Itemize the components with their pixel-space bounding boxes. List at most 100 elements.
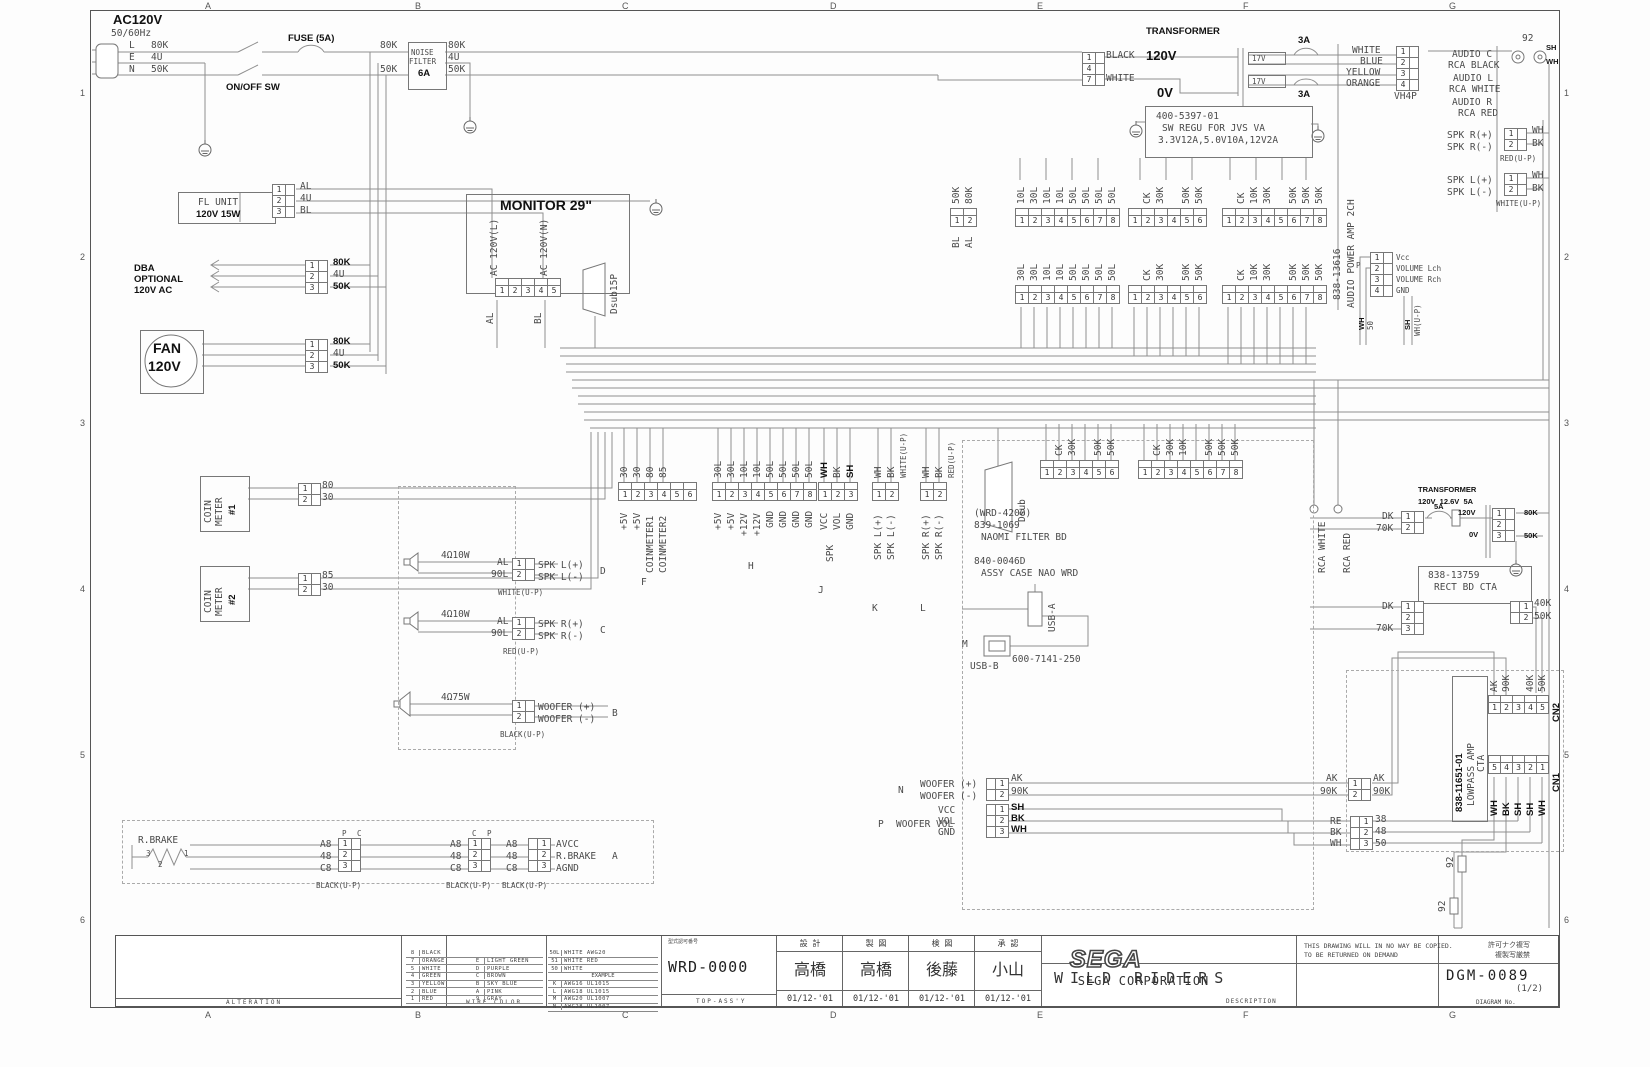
assy-label: TOP-ASS'Y bbox=[696, 998, 747, 1005]
diagram-label: 80 bbox=[322, 480, 334, 491]
diagram-label: SW REGU FOR JVS VA bbox=[1162, 123, 1265, 134]
diagram-label: C8 bbox=[320, 863, 332, 874]
diagram-label: AK bbox=[1373, 773, 1385, 784]
diagram-label: 10K bbox=[1249, 186, 1260, 204]
diagram-no-label: DIAGRAM No. bbox=[1476, 999, 1516, 1006]
diagram-label: 92 bbox=[1445, 856, 1456, 868]
diagram-label: COINMETER1 bbox=[645, 515, 656, 573]
diagram-label: 120V bbox=[1146, 48, 1177, 63]
diagram-label: A8 bbox=[506, 839, 518, 850]
diagram-label: 4Ω10W bbox=[441, 550, 470, 561]
diagram-label: COINMETER2 bbox=[658, 515, 669, 573]
diagram-label: SPK L(+) bbox=[1447, 175, 1493, 186]
lowpass-amp-box bbox=[1452, 676, 1488, 822]
diagram-label: 50K bbox=[1288, 263, 1299, 281]
diagram-label: CK bbox=[1142, 269, 1153, 281]
grid-col-label: G bbox=[1449, 1010, 1457, 1020]
grid-col-label: D bbox=[830, 1010, 837, 1020]
speaker-icon bbox=[403, 611, 419, 631]
sign-date: 01/12-'01 bbox=[975, 990, 1041, 1008]
diagram-label: BL bbox=[300, 205, 312, 216]
diagram-label: 840-0046D bbox=[974, 556, 1026, 567]
diagram-label: RED(U-P) bbox=[947, 441, 956, 478]
diagram-label: WHITE(U-P) bbox=[899, 432, 908, 478]
diagram-label: 17V bbox=[1252, 77, 1266, 86]
diagram-label: WHITE(U-P) bbox=[1496, 199, 1542, 208]
diagram-label: BK bbox=[1501, 802, 1512, 816]
diagram-label: #2 bbox=[227, 594, 238, 605]
diagram-label: VOLUME Lch bbox=[1396, 264, 1442, 273]
diagram-label: 50K bbox=[1106, 438, 1117, 456]
diagram-label: 85 bbox=[658, 466, 669, 478]
diagram-label: 92 bbox=[1522, 33, 1534, 44]
diagram-label: 10L bbox=[1016, 186, 1027, 204]
diagram-label: WH bbox=[921, 466, 932, 478]
notice-line1: THIS DRAWING WILL IN NO WAY BE COPIED. bbox=[1304, 942, 1453, 950]
diagram-label: NOISE bbox=[411, 48, 434, 57]
diagram-label: SPK L(-) bbox=[886, 514, 897, 560]
diagram-label: J bbox=[818, 585, 824, 596]
diagram-label: BLACK bbox=[1106, 50, 1135, 61]
diagram-label: METER bbox=[214, 497, 225, 526]
wire-color-label: WIRE COLOR bbox=[466, 999, 523, 1006]
diagram-label: +5V bbox=[726, 512, 737, 530]
diagram-label: 50K bbox=[1194, 186, 1205, 204]
diagram-label: 40K bbox=[1525, 674, 1536, 692]
diagram-label: AUDIO C bbox=[1452, 49, 1493, 60]
sign-header: 検 図 bbox=[909, 936, 975, 952]
diagram-label: 4U bbox=[448, 52, 460, 63]
dsub-icon bbox=[984, 461, 1013, 533]
grid-col-label: E bbox=[1037, 1, 1044, 11]
diagram-label: OPTIONAL bbox=[134, 274, 184, 285]
diagram-label: GND bbox=[765, 510, 776, 528]
diagram-label: 48 bbox=[320, 851, 332, 862]
diagram-label: 80K bbox=[151, 40, 169, 51]
diagram-label: Vcc bbox=[1396, 253, 1410, 262]
diagram-label: 30 bbox=[632, 466, 643, 478]
diagram-label: 30L bbox=[1029, 186, 1040, 204]
diagram-label: 90K bbox=[1501, 674, 1512, 692]
grid-col-label: C bbox=[622, 1, 629, 11]
diagram-label: 50K bbox=[333, 281, 351, 292]
diagram-label: 10K bbox=[1178, 438, 1189, 456]
diagram-label: DK bbox=[1382, 601, 1394, 612]
diagram-label: A bbox=[612, 851, 618, 862]
diagram-label: P bbox=[1356, 261, 1361, 270]
diagram-label: METER bbox=[214, 587, 225, 616]
diagram-label: 70K bbox=[1376, 523, 1394, 534]
diagram-label: AGND bbox=[556, 863, 579, 874]
sign-date: 01/12-'01 bbox=[909, 990, 975, 1008]
mains-wires bbox=[92, 41, 1082, 590]
diagram-label: GND bbox=[778, 510, 789, 528]
rect-bd-box bbox=[1418, 566, 1532, 604]
diagram-label: 30L bbox=[713, 460, 724, 478]
diagram-label: CN1 bbox=[1551, 772, 1562, 792]
grid-row-label: 1 bbox=[80, 88, 86, 98]
dsub15p-icon bbox=[582, 262, 606, 317]
diagram-label: 120V bbox=[148, 358, 181, 374]
sw-regu-box bbox=[1145, 106, 1313, 158]
diagram-label: 50L bbox=[1081, 263, 1092, 281]
drawing-frame bbox=[90, 10, 1560, 1008]
sign-date: 01/12-'01 bbox=[843, 990, 909, 1008]
diagram-label: 90L bbox=[491, 569, 509, 580]
diagram-label: 1 bbox=[184, 849, 189, 858]
resistor-icon bbox=[1457, 855, 1467, 873]
diagram-label: L bbox=[920, 603, 926, 614]
diagram-label: P bbox=[878, 819, 884, 830]
